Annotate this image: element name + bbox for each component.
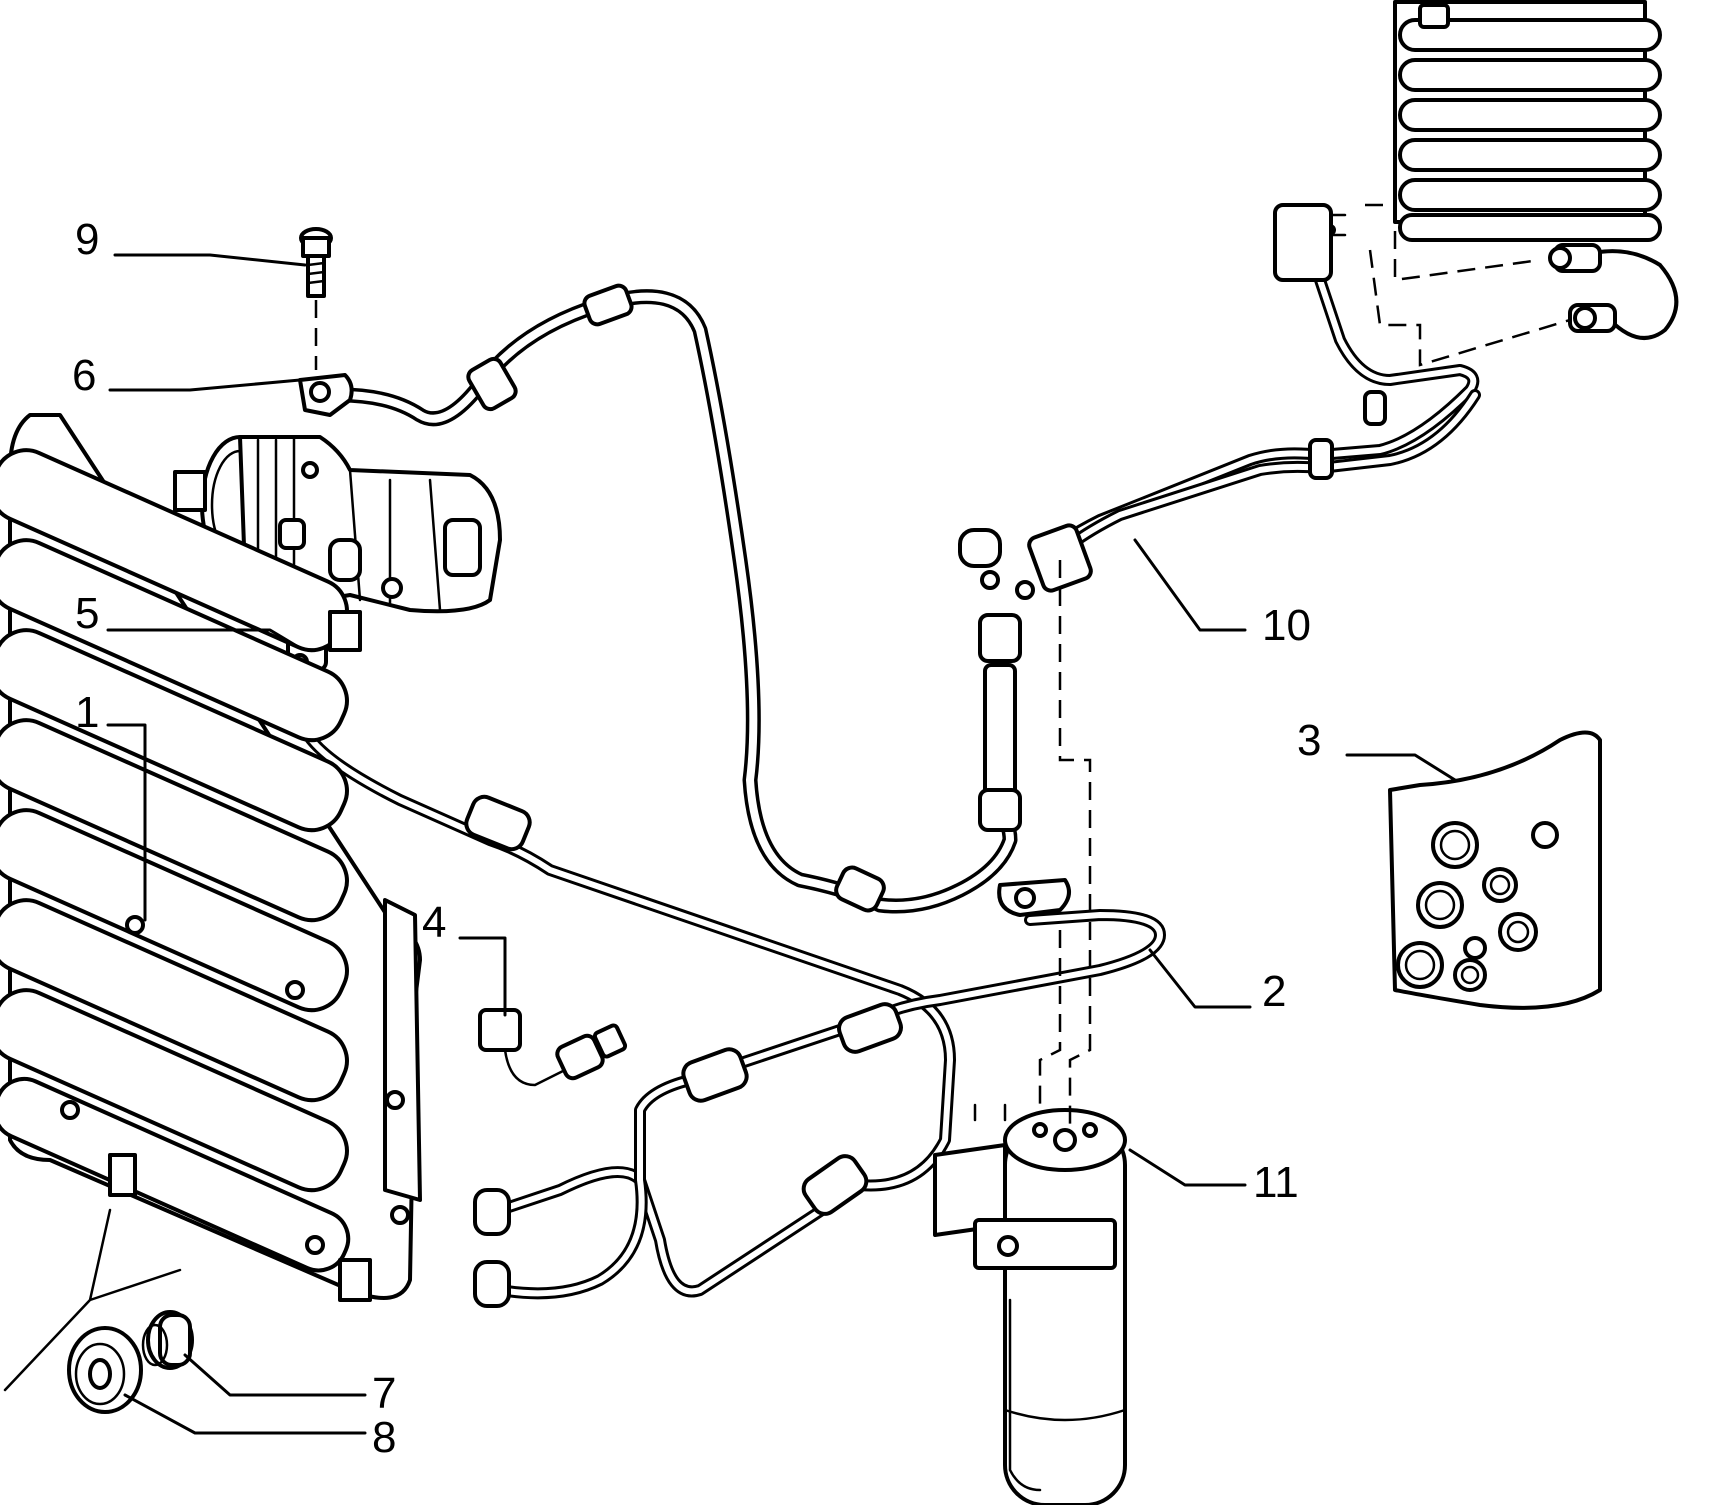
evaporator bbox=[1365, 0, 1679, 367]
callout-10: 10 bbox=[1262, 601, 1311, 650]
condenser bbox=[0, 413, 422, 1302]
rubber-mount bbox=[67, 1326, 143, 1414]
callout-2: 2 bbox=[1262, 967, 1286, 1016]
condenser-outlet-line bbox=[494, 909, 1166, 1300]
callout-3: 3 bbox=[1297, 716, 1321, 765]
callout-labels: 9 6 5 1 4 2 10 3 11 7 8 bbox=[72, 215, 1321, 1462]
callout-1: 1 bbox=[75, 688, 99, 737]
callout-5: 5 bbox=[75, 589, 99, 638]
callout-8: 8 bbox=[372, 1413, 396, 1462]
seal-kit bbox=[1388, 730, 1602, 1010]
pressure-switch bbox=[478, 1008, 628, 1087]
callout-11: 11 bbox=[1253, 1158, 1299, 1207]
suction-hose bbox=[332, 283, 1018, 914]
suction-fitting bbox=[298, 373, 354, 417]
bolt bbox=[299, 227, 333, 370]
leader-lines bbox=[106, 253, 1457, 1435]
callout-6: 6 bbox=[72, 351, 96, 400]
callout-9: 9 bbox=[75, 215, 99, 264]
discharge-line bbox=[294, 654, 956, 1298]
bushing bbox=[141, 1310, 194, 1370]
evaporator-lines bbox=[958, 203, 1481, 832]
receiver-drier bbox=[933, 878, 1127, 1505]
callout-4: 4 bbox=[422, 898, 446, 947]
condenser-inlet-fittings bbox=[473, 1188, 511, 1308]
callout-7: 7 bbox=[372, 1369, 396, 1418]
